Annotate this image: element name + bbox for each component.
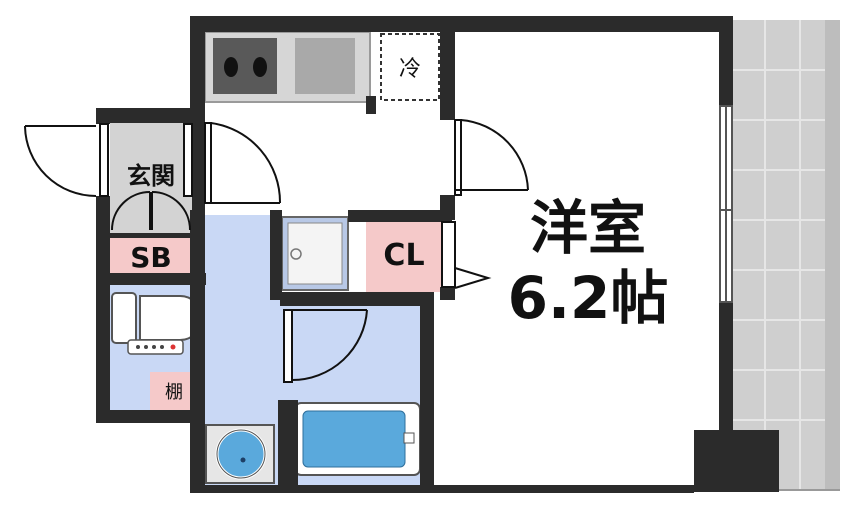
fridge-space	[380, 33, 440, 101]
washer-pan	[281, 216, 349, 291]
shoe-box-label: SB	[130, 241, 172, 274]
shoe-box	[110, 236, 192, 273]
walls	[96, 16, 779, 493]
wash-basin	[205, 424, 275, 484]
shelf-label: 棚	[165, 382, 183, 403]
closet-label: CL	[383, 238, 424, 273]
entrance-label: 玄関	[127, 162, 175, 190]
western-room-size: 6.2帖	[508, 264, 669, 332]
window	[719, 105, 733, 303]
closet	[366, 217, 442, 292]
bathtub	[294, 402, 421, 476]
doors	[24, 119, 529, 383]
western-room-name: 洋室	[530, 194, 646, 262]
balcony	[733, 20, 840, 491]
fridge-label: 冷	[399, 57, 421, 82]
toilet	[111, 292, 203, 355]
kitchen-counter	[204, 31, 371, 103]
